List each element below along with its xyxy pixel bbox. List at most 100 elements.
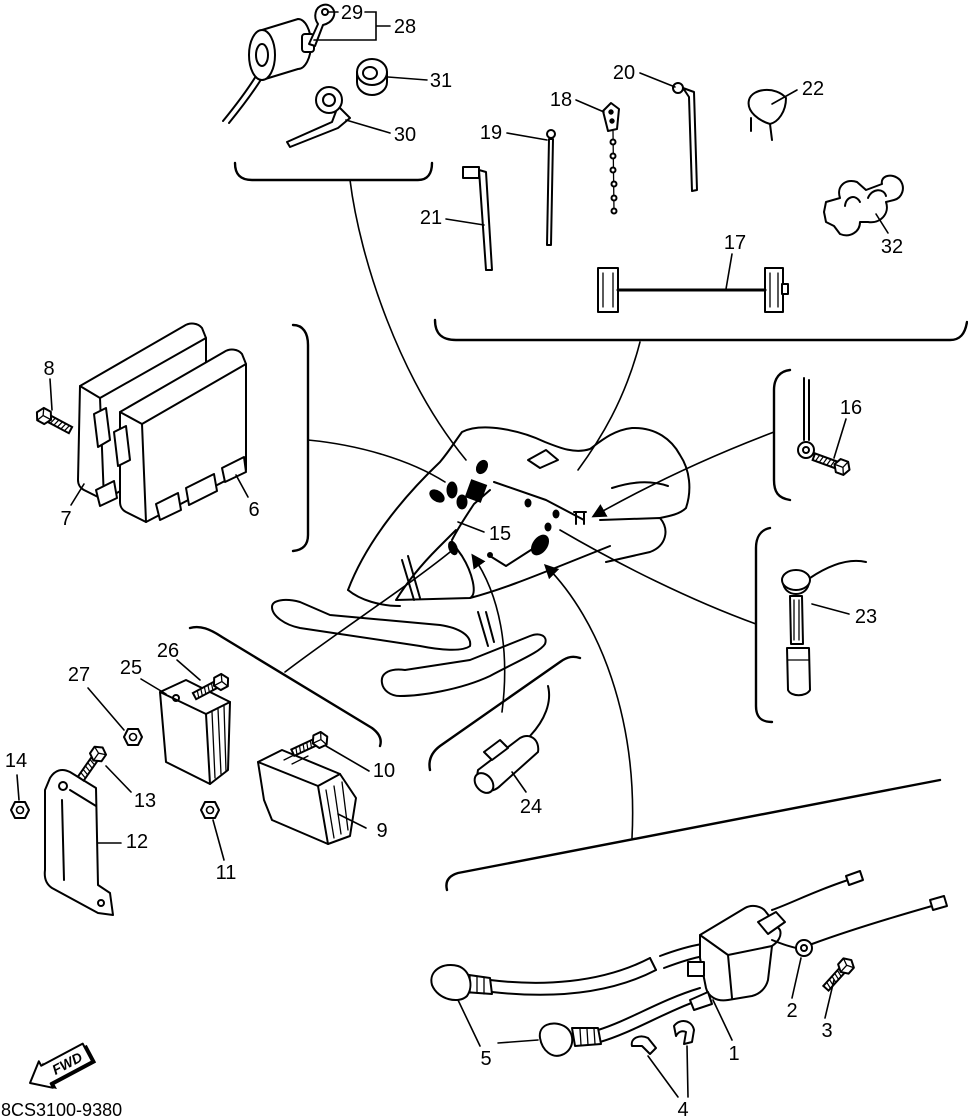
leader-3: [824, 979, 835, 1019]
bracket-sensor-group: [754, 526, 774, 724]
leader-30: [345, 119, 391, 134]
callout-7: 7: [60, 508, 71, 530]
callout-21: 21: [420, 207, 442, 229]
bolt-3: [819, 954, 858, 994]
leader-20: [639, 72, 676, 88]
callout-2: 2: [786, 1000, 797, 1022]
leader-8: [49, 378, 53, 411]
group-connectors: [284, 179, 775, 839]
callout-16: 16: [840, 397, 862, 419]
forward-arrow-icon: FWD: [29, 1042, 97, 1090]
callout-6: 6: [248, 499, 259, 521]
leader-17: [725, 253, 733, 290]
switch-wire: [222, 75, 263, 124]
bracket-regulator-group: [188, 625, 382, 748]
rectifier: [159, 679, 231, 785]
leader-1: [712, 999, 733, 1041]
regulator: [257, 749, 357, 845]
plug-lead-right: [538, 987, 706, 1057]
callout-26: 26: [157, 640, 179, 662]
leader-27: [87, 687, 125, 731]
bracket-switch-group: [233, 161, 434, 182]
callout-18: 18: [550, 89, 572, 111]
bolt-8: [32, 405, 75, 438]
callout-24: 24: [520, 796, 542, 818]
nut-14: [10, 801, 30, 819]
callout-9: 9: [376, 820, 387, 842]
bolt-10: [288, 729, 332, 761]
leader-15: [457, 521, 485, 533]
condenser-group: [428, 655, 582, 794]
callout-4: 4: [677, 1099, 688, 1119]
switch-group: [222, 3, 434, 182]
nut-11: [200, 801, 220, 819]
callout-19: 19: [480, 122, 502, 144]
callout-11: 11: [216, 862, 237, 884]
leader-14: [16, 774, 20, 801]
double-clamp: [823, 174, 904, 237]
leader-16: [833, 418, 847, 459]
callout-15: 15: [489, 523, 511, 545]
leader-6: [235, 474, 249, 498]
main-switch: [248, 18, 315, 81]
callout-14: 14: [5, 750, 27, 772]
wire-band: [672, 82, 698, 192]
leader-22: [771, 89, 798, 105]
leader-18: [575, 99, 605, 113]
callout-23: 23: [855, 606, 877, 628]
leader-2: [791, 957, 802, 999]
leader-10: [325, 745, 370, 772]
bracket-clamp-group: [433, 318, 968, 342]
ground-lead: [803, 377, 810, 441]
leader-11: [212, 819, 225, 861]
ignition-coil-group: [430, 778, 948, 1057]
leader-24: [511, 771, 527, 793]
bracket-condenser-group: [428, 655, 582, 772]
wire-harness: [395, 459, 587, 601]
clamp-group: [433, 82, 968, 342]
ignition-coil: [687, 904, 786, 1011]
drawing-code: 8CS3100-9380: [1, 1100, 122, 1119]
callouts: 29 28 31 30 20 18 22 19 21 17 32 8 16 7 …: [5, 2, 903, 1119]
callout-5: 5: [480, 1048, 491, 1070]
ground-lead-group: [772, 368, 853, 502]
leader-25: [140, 678, 167, 695]
callout-1: 1: [728, 1043, 739, 1065]
mount-bracket: [43, 769, 114, 916]
cable-tie: [546, 129, 556, 246]
choke-knob: [286, 86, 351, 148]
lead-clamps: [630, 1020, 695, 1055]
callout-10: 10: [373, 760, 395, 782]
battery-strap: [597, 267, 789, 313]
tie-mount: [462, 166, 493, 271]
callout-20: 20: [613, 62, 635, 84]
callout-3: 3: [821, 1020, 832, 1042]
leader-19: [506, 132, 548, 141]
leader-7: [70, 483, 85, 506]
leader-13: [105, 765, 132, 793]
callout-31: 31: [430, 70, 452, 92]
regulator-group: [10, 625, 382, 916]
bracket-control-unit-group: [291, 323, 310, 553]
leader-32: [875, 213, 889, 234]
bracket-ground-lead-group: [772, 368, 792, 502]
bolt-13: [74, 742, 110, 784]
leader-4: [647, 1045, 689, 1098]
sensor-group: [754, 526, 867, 724]
ski-left: [271, 598, 472, 651]
callout-32: 32: [881, 236, 903, 258]
plug-lead-left: [430, 943, 705, 1001]
ring-nut: [356, 58, 388, 96]
ski-right: [380, 633, 547, 697]
bead-tie: [602, 102, 620, 215]
bracket-ignition-coil-group: [445, 778, 942, 892]
leader-21: [445, 218, 485, 226]
leader-26: [176, 659, 201, 681]
callout-12: 12: [126, 831, 148, 853]
control-unit-group: [32, 322, 310, 553]
leader-28: [313, 11, 391, 41]
control-unit-front: [113, 348, 247, 523]
callout-8: 8: [43, 358, 54, 380]
callout-17: 17: [724, 232, 746, 254]
